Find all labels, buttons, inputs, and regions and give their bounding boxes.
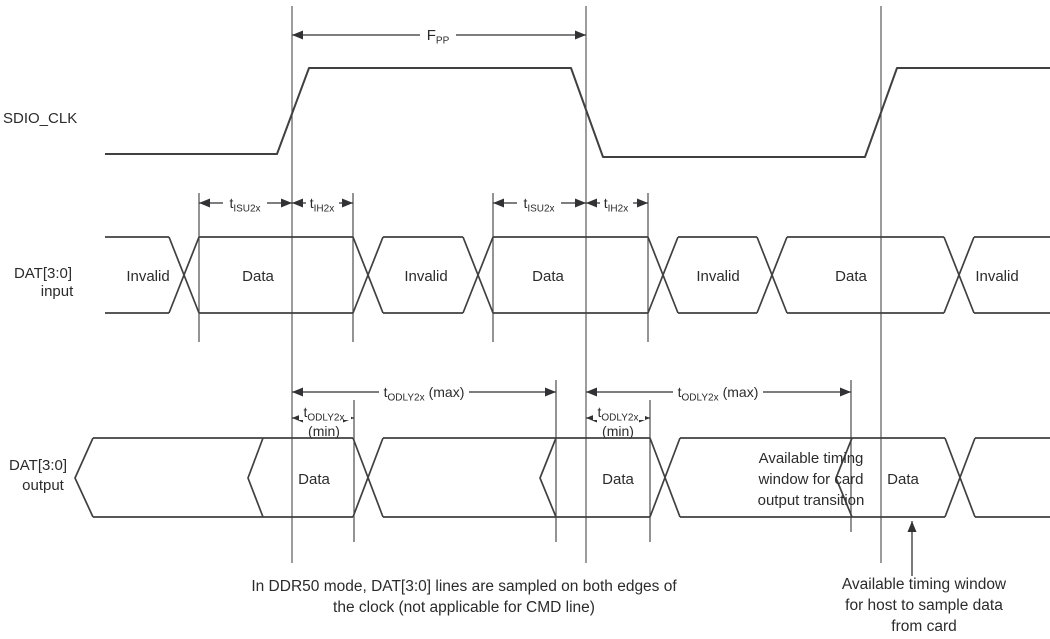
todly2x-min-label-bg-1 [299, 406, 351, 420]
fpp-label: FPP [427, 27, 450, 47]
card-output-window-note-line1: Available timing [759, 450, 864, 467]
tisu2x-label-1: tISU2x [229, 195, 260, 215]
ddr50-note-line2: the clock (not applicable for CMD line) [333, 599, 595, 616]
todly2x-min-label-2: tODLY2x [598, 404, 639, 424]
todly2x-max-label-bg-2 [673, 383, 763, 399]
dat-output-label-line2: output [22, 477, 65, 494]
input-segment-label: Invalid [696, 268, 739, 285]
input-segment-label: Invalid [404, 268, 447, 285]
dat-output-earliest-transition-chevrons [247, 437, 853, 518]
fpp-annotation: FPP [292, 25, 586, 47]
tisu2x-label-2: tISU2x [523, 195, 554, 215]
tisu2x-label-bg-2 [517, 195, 561, 210]
todly2x-min-below-label-1: (min) [308, 423, 340, 439]
dat-input-row: DAT[3:0] input Invalid Data Invalid Data… [14, 236, 1050, 314]
todly2x-min-label-1: tODLY2x [304, 404, 345, 424]
dat-output-bus-start [74, 437, 94, 518]
input-window-tick-lines [198, 193, 649, 342]
dat-input-bus-transitions [168, 236, 975, 314]
output-data-label: Data [887, 471, 919, 488]
host-sample-note-line1: Available timing window [842, 576, 1007, 593]
output-timing-annotations: tODLY2x(max) tODLY2x (min) tODLY2x(max) … [292, 380, 852, 542]
tih2x-label-2: tIH2x [604, 195, 628, 215]
todly2x-max-label-2: tODLY2x(max) [678, 384, 759, 404]
todly2x-min-below-label-2: (min) [602, 423, 634, 439]
card-output-window-note-line2: window for card [757, 471, 863, 488]
todly2x-max-label-1: tODLY2x(max) [384, 384, 465, 404]
dat-output-bus-transitions [352, 437, 976, 518]
input-segment-label: Data [532, 268, 564, 285]
tisu2x-label-bg-1 [223, 195, 267, 210]
input-segment-label: Data [835, 268, 867, 285]
ddr50-note-line1: In DDR50 mode, DAT[3:0] lines are sample… [251, 578, 677, 595]
todly2x-min-label-bg-2 [593, 406, 645, 420]
input-segment-label: Invalid [975, 268, 1018, 285]
input-segment-label: Invalid [126, 268, 169, 285]
output-data-label: Data [602, 471, 634, 488]
card-output-window-note-line3: output transition [758, 492, 865, 509]
host-sample-note-line3: from card [891, 618, 956, 635]
dat-input-label-line1: DAT[3:0] [14, 265, 72, 282]
tih2x-label-bg-1 [306, 195, 339, 210]
host-sample-note: Available timing window for host to samp… [842, 521, 1007, 635]
dat-input-label-line2: input [41, 283, 74, 300]
host-sample-note-line2: for host to sample data [845, 597, 1003, 614]
input-timing-annotations: tISU2x tIH2x tISU2x tIH2x [198, 193, 649, 342]
dat-output-row: DAT[3:0] output Data Data Data Available… [9, 437, 1050, 518]
tih2x-label-bg-2 [600, 195, 633, 210]
dat-output-label-line1: DAT[3:0] [9, 457, 67, 474]
clock-edge-reference-lines [291, 6, 882, 563]
sdio-clk-label: SDIO_CLK [3, 110, 77, 127]
fpp-label-bg [420, 25, 456, 44]
output-data-label: Data [298, 471, 330, 488]
output-window-tick-lines [353, 380, 852, 542]
sdio-clk-waveform [105, 67, 1050, 158]
ddr50-note: In DDR50 mode, DAT[3:0] lines are sample… [251, 578, 677, 616]
tih2x-label-1: tIH2x [310, 195, 334, 215]
sdio-clk-row: SDIO_CLK [3, 67, 1050, 158]
todly2x-max-label-bg-1 [379, 383, 469, 399]
input-segment-label: Data [242, 268, 274, 285]
